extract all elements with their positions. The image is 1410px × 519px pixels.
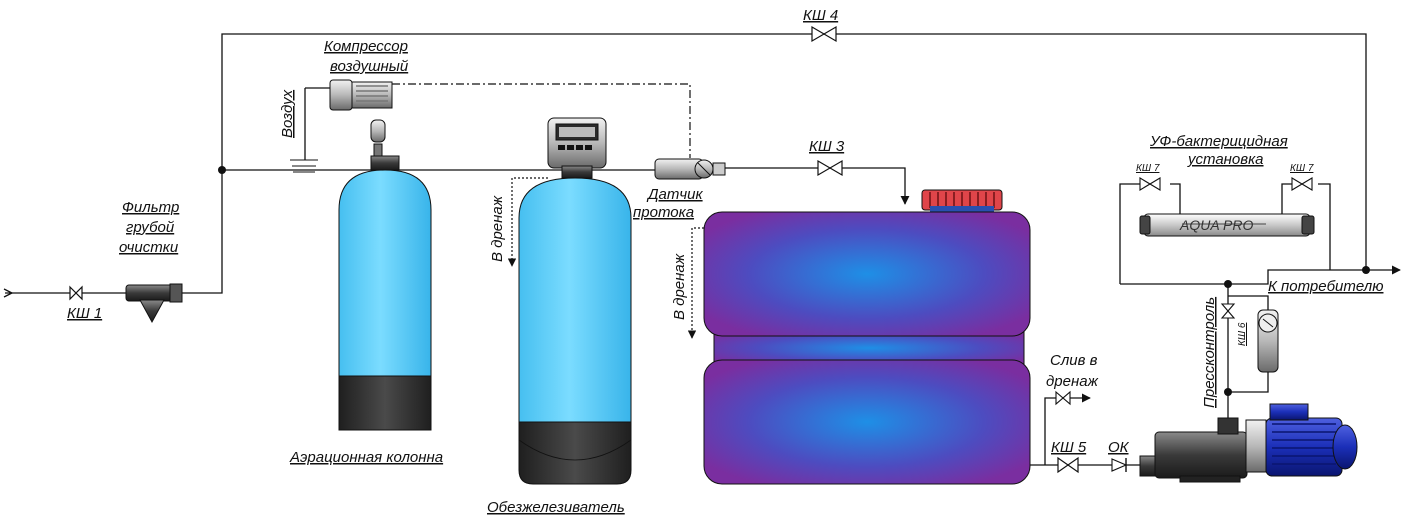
- label-flow-line1: Датчик: [646, 186, 704, 203]
- junction-3: [1224, 280, 1232, 288]
- valve-ksh7-right[interactable]: [1291, 177, 1313, 191]
- label-pressure-switch: Прессконтроль: [1201, 297, 1218, 408]
- label-iron-filter: Обезжелезиватель: [487, 499, 625, 516]
- air-injector: [290, 159, 318, 173]
- label-ksh7-right: КШ 7: [1290, 163, 1314, 174]
- air-pipe: [304, 87, 330, 160]
- flow-sensor: [654, 158, 726, 180]
- label-ok: ОК: [1108, 439, 1130, 456]
- label-ksh7-left: КШ 7: [1136, 163, 1160, 174]
- valve-ksh4[interactable]: [811, 25, 837, 43]
- tank-inlet-pipe: [725, 167, 910, 205]
- coarse-filter: [125, 283, 183, 324]
- compressor-signal-line: [392, 83, 691, 158]
- junction-1: [218, 166, 226, 174]
- valve-drain[interactable]: [1055, 390, 1071, 406]
- aeration-column: [338, 119, 432, 431]
- uv-return-pipe: [1120, 269, 1366, 285]
- label-drain-iron: В дренаж: [489, 195, 506, 262]
- drain-out-pipe: [1044, 393, 1091, 465]
- pressure-switch: [1257, 309, 1279, 373]
- valve-ksh5[interactable]: [1057, 456, 1079, 474]
- label-air: Воздух: [279, 89, 296, 138]
- check-valve-ok[interactable]: [1111, 458, 1128, 472]
- label-drain-tank: В дренаж: [671, 253, 688, 320]
- label-drain-out-line2: дренаж: [1046, 373, 1099, 390]
- bypass-pipe: [182, 33, 1367, 294]
- label-flow-line2: протока: [633, 204, 694, 221]
- drain-line-tank: [687, 227, 712, 339]
- label-ksh3: КШ 3: [809, 138, 845, 155]
- inlet-arrow: [3, 288, 14, 298]
- uv-right-pipe: [1318, 183, 1331, 270]
- uv-brand-logo: AQUA PRO: [1179, 217, 1253, 233]
- label-ksh1: КШ 1: [67, 305, 102, 322]
- label-filter-line2: грубой: [126, 219, 175, 236]
- pipelines: [3, 33, 1401, 466]
- label-ksh6: КШ 6: [1237, 322, 1248, 346]
- valve-ksh6[interactable]: [1220, 303, 1236, 319]
- valve-ksh3[interactable]: [817, 159, 843, 177]
- uv-left-drop: [1170, 183, 1181, 222]
- label-aeration-column: Аэрационная колонна: [289, 449, 443, 466]
- iron-removal-filter: [518, 117, 632, 485]
- valve-ksh1[interactable]: [69, 285, 83, 301]
- label-compressor-line1: Компрессор: [324, 38, 408, 55]
- label-uv-line2: установка: [1187, 151, 1264, 168]
- label-filter-line3: очистки: [119, 239, 179, 256]
- label-uv-line1: УФ-бактерицидная: [1149, 133, 1288, 150]
- label-compressor-line2: воздушный: [330, 58, 409, 75]
- air-compressor: [329, 79, 393, 111]
- junction-2: [1362, 266, 1370, 274]
- pump: [1139, 403, 1358, 483]
- label-drain-out-line1: Слив в: [1050, 352, 1098, 369]
- uv-right-rise: [1281, 183, 1292, 222]
- label-consumer: К потребителю: [1268, 278, 1383, 295]
- uv-left-pipe: [1119, 183, 1140, 284]
- pressure-branch: [1228, 295, 1269, 393]
- label-ksh4: КШ 4: [803, 7, 838, 24]
- storage-tank: [703, 189, 1031, 485]
- labels: КШ 1 Фильтр грубой очистки КШ 4 КШ 3 Ком…: [67, 7, 1383, 516]
- uv-sterilizer: [1139, 213, 1315, 237]
- junction-4: [1224, 388, 1232, 396]
- valve-ksh7-left[interactable]: [1139, 177, 1161, 191]
- label-ksh5: КШ 5: [1051, 439, 1087, 456]
- label-filter-line1: Фильтр: [122, 199, 179, 216]
- drain-line-iron: [507, 177, 548, 267]
